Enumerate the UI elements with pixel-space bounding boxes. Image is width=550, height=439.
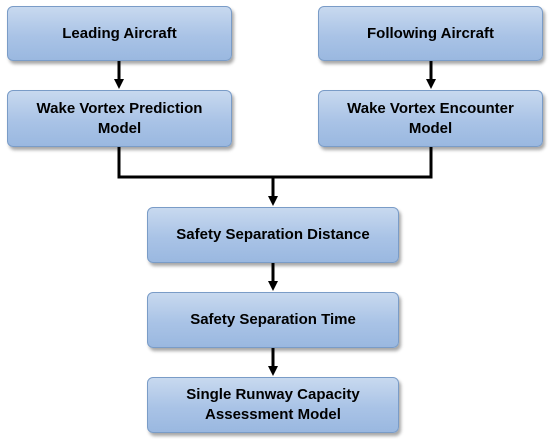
wake-vortex-encounter-model-label: Wake Vortex Encounter Model [347,99,514,137]
wake-vortex-encounter-model-box: Wake Vortex Encounter Model [318,90,543,147]
leading-aircraft-label: Leading Aircraft [62,24,177,42]
safety-separation-distance-label: Safety Separation Distance [176,226,370,243]
following-aircraft-label: Following Aircraft [367,24,494,42]
wake-vortex-prediction-model-box: Wake Vortex Prediction Model [7,90,232,147]
safety-separation-distance-box: Safety Separation Distance [147,207,399,263]
single-runway-capacity-assessment-model-box: Single Runway Capacity Assessment Model [147,377,399,433]
single-runway-capacity-assessment-model-label: Single Runway Capacity Assessment Model [186,386,360,423]
leading-aircraft-box: Leading Aircraft [7,6,232,61]
safety-separation-time-label: Safety Separation Time [190,311,356,328]
merge-connector [117,147,433,179]
wake-vortex-prediction-model-label: Wake Vortex Prediction Model [36,99,203,137]
following-aircraft-box: Following Aircraft [318,6,543,61]
safety-separation-time-box: Safety Separation Time [147,292,399,348]
